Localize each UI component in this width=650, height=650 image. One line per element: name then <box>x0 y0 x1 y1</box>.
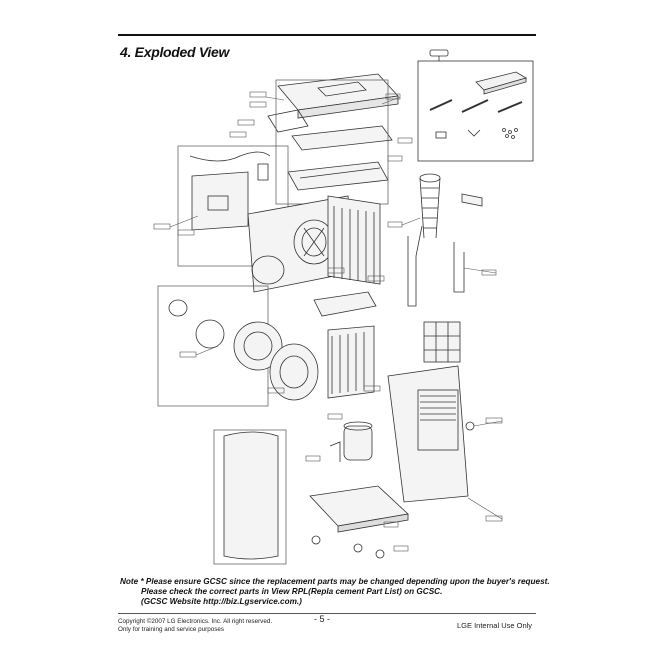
header-rule <box>118 34 536 36</box>
window-bracket <box>461 193 483 207</box>
page-number: - 5 - <box>314 614 331 624</box>
rear-cabinet <box>387 365 475 503</box>
evaporator-coil <box>327 195 381 285</box>
air-filter <box>423 321 461 363</box>
copyright-text: Copyright ©2007 LG Electronics. Inc. All… <box>118 618 273 625</box>
part-callouts <box>153 91 503 552</box>
note-line-1: Note * Please ensure GCSC since the repl… <box>120 577 550 586</box>
front-panel <box>213 429 287 565</box>
blower-motor <box>157 285 319 407</box>
note-line-3: (GCSC Website http://biz.Lgservice.com.) <box>141 597 302 606</box>
top-cover-assembly <box>267 73 399 205</box>
base-pan <box>309 485 409 559</box>
drain-pan <box>313 291 377 399</box>
training-notice: Only for training and service purposes <box>118 626 225 633</box>
note-line-2: Please check the correct parts in View R… <box>141 587 443 596</box>
replacement-parts-note: Note * Please ensure GCSC since the repl… <box>120 577 550 607</box>
exhaust-duct-hose <box>419 173 441 239</box>
section-title: 4. Exploded View <box>120 44 230 60</box>
refrigerant-pipes <box>407 225 465 307</box>
control-box-assembly <box>177 145 289 267</box>
fan-housing <box>247 195 355 293</box>
compressor <box>329 421 373 462</box>
accessory-kit-box <box>417 49 534 162</box>
exploded-view-diagram <box>153 49 534 565</box>
footer-rule <box>118 613 536 614</box>
internal-use-label: LGE Internal Use Only <box>457 621 533 630</box>
copyright-block: Copyright ©2007 LG Electronics. Inc. All… <box>118 618 272 634</box>
